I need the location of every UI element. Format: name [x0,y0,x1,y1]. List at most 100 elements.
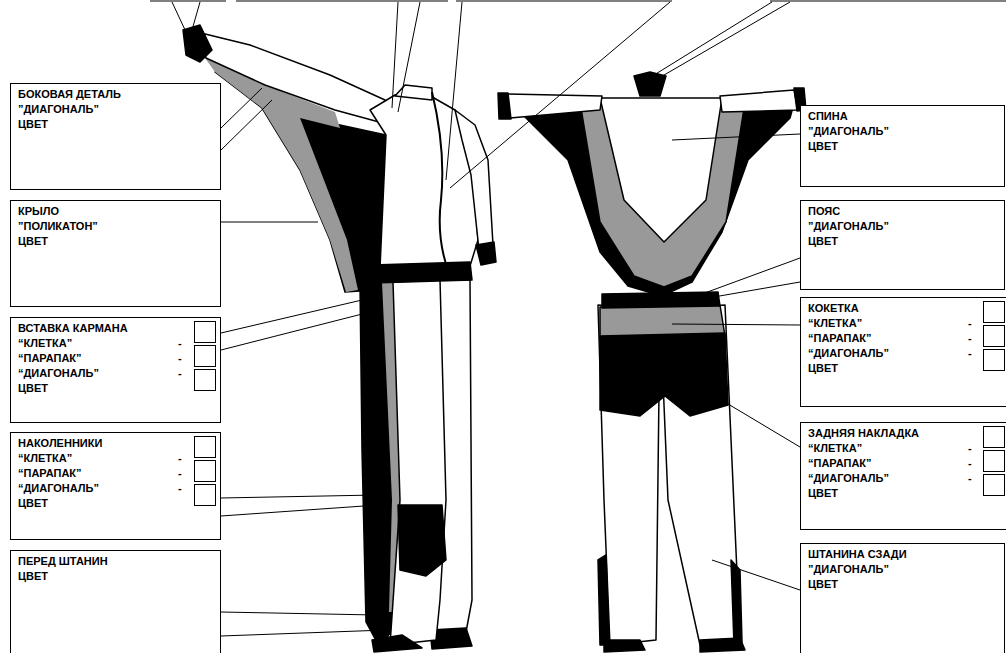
text-row: ”ДИАГОНАЛЬ” [808,219,997,234]
callout-box: ЗАДНЯЯ НАКЛАДКА“КЛЕТКА” - “ПАРАПАК” - “ДИАГО… [800,422,1006,530]
right-sleeve [455,110,493,250]
text-row: ЦВЕТ [18,381,213,396]
text-row: ”ПОЛИКАТОН” [18,219,213,234]
box-label: “ПАРАПАК” [18,466,82,481]
box-label: ЗАДНЯЯ НАКЛАДКА [808,426,919,441]
dash-mark: - [178,351,182,366]
box-label: “КЛЕТКА” [18,451,72,466]
box-label: ”ДИАГОНАЛЬ” [808,124,889,139]
dash-mark: - [968,331,972,346]
box-label: “ДИАГОНАЛЬ” [18,481,99,496]
box-label: “ДИАГОНАЛЬ” [808,346,889,361]
checkbox-square [983,450,1005,472]
text-row: ЦВЕТ [808,361,1002,376]
text-row: “ПАРАПАК”- [18,466,213,481]
text-row: “ПАРАПАК” - [808,456,1002,471]
knee-pad [398,505,446,576]
left-leg [390,280,446,645]
box-label: СПИНА [808,109,848,124]
box-label: ЦВЕТ [18,234,48,249]
dash-mark: - [178,366,182,381]
back-foot [700,638,745,652]
box-label: ”ПОЛИКАТОН” [18,219,98,234]
box-label: ЦВЕТ [808,139,838,154]
box-label: ”ДИАГОНАЛЬ” [808,219,889,234]
text-row: КРЫЛО [18,204,213,219]
text-row: “КЛЕТКА”- [18,336,213,351]
text-row: “ДИАГОНАЛЬ” - [808,346,1002,361]
text-row: ЦВЕТ [808,577,997,592]
dash-mark: - [968,316,972,331]
box-label: ЦВЕТ [808,361,838,376]
text-row: ЦВЕТ [18,569,213,584]
box-label: КОКЕТКА [808,301,859,316]
checkbox-square [194,460,216,482]
right-cuff [476,242,496,265]
box-label: ”ДИАГОНАЛЬ” [18,102,99,117]
left-foot [372,635,422,652]
box-label: ЦВЕТ [18,569,48,584]
callout-box: СПИНА”ДИАГОНАЛЬ”ЦВЕТ [800,105,1005,187]
box-label: НАКОЛЕННИКИ [18,436,102,451]
zipper [432,92,450,276]
text-row: “ДИАГОНАЛЬ”- [18,366,213,381]
dash-mark: - [968,346,972,361]
back-collar [634,72,666,96]
cut-box-edges [150,1,1006,2]
text-row: НАКОЛЕННИКИ [18,436,213,451]
checkbox-square [194,436,216,458]
front-view [183,25,496,652]
box-label: КРЫЛО [18,204,59,219]
checkbox-square [194,345,216,367]
box-label: ЦВЕТ [808,486,838,501]
leg-side-stripe [598,555,609,645]
box-label: БОКОВАЯ ДЕТАЛЬ [18,87,121,102]
checkbox-square [194,369,216,391]
box-label: ЦВЕТ [808,577,838,592]
text-row: ЦВЕТ [18,496,213,511]
dash-mark: - [968,456,972,471]
text-row: “ДИАГОНАЛЬ” - [18,481,213,496]
box-label: “ПАРАПАК” [18,351,82,366]
checkbox-square [983,474,1005,496]
dash-mark: - [968,471,972,486]
text-row: ПЕРЕД ШТАНИН [18,554,213,569]
box-label: “КЛЕТКА” [808,441,862,456]
text-row: ”ДИАГОНАЛЬ” [18,102,213,117]
left-sleeve [197,32,390,125]
text-row: ЦВЕТ [18,117,213,132]
text-row: ЦВЕТ [18,234,213,249]
callout-box: БОКОВАЯ ДЕТАЛЬ”ДИАГОНАЛЬ”ЦВЕТ [10,83,221,190]
callout-box: КРЫЛО”ПОЛИКАТОН”ЦВЕТ [10,200,221,307]
callout-box: ПОЯС”ДИАГОНАЛЬ”ЦВЕТ [800,200,1005,290]
text-row: “КЛЕТКА”- [18,451,213,466]
checkbox-square [983,426,1005,448]
text-row: “КЛЕТКА”- [808,316,1002,331]
checkbox-square [983,349,1005,371]
text-row: “ПАРАПАК” - [18,351,213,366]
checkbox-square [194,321,216,343]
callout-box: НАКОЛЕННИКИ“КЛЕТКА”-“ПАРАПАК”-“ДИАГОНАЛЬ… [10,432,221,540]
back-view [498,72,806,652]
box-label: ПОЯС [808,204,840,219]
callout-box: ВСТАВКА КАРМАНА“КЛЕТКА”-“ПАРАПАК”-“ДИАГО… [10,317,221,423]
text-row: “КЛЕТКА” - [808,441,1002,456]
box-label: “КЛЕТКА” [18,336,72,351]
dash-mark: - [968,441,972,456]
box-label: ВСТАВКА КАРМАНА [18,321,128,336]
dash-mark: - [178,481,182,496]
checkbox-square [194,484,216,506]
belt [372,262,472,283]
back-right-arm [720,90,798,112]
back-panel [600,98,722,242]
back-pad [600,333,728,416]
box-label: ШТАНИНА СЗАДИ [808,547,907,562]
text-row: ЦВЕТ [808,139,997,154]
box-label: “ДИАГОНАЛЬ” [808,471,889,486]
box-label: “ПАРАПАК” [808,456,872,471]
back-left-hand [498,93,511,119]
text-row: ВСТАВКА КАРМАНА [18,321,213,336]
back-foot [604,640,645,652]
text-row: ”ДИАГОНАЛЬ” [808,562,997,577]
leg-side-stripe [731,560,742,645]
